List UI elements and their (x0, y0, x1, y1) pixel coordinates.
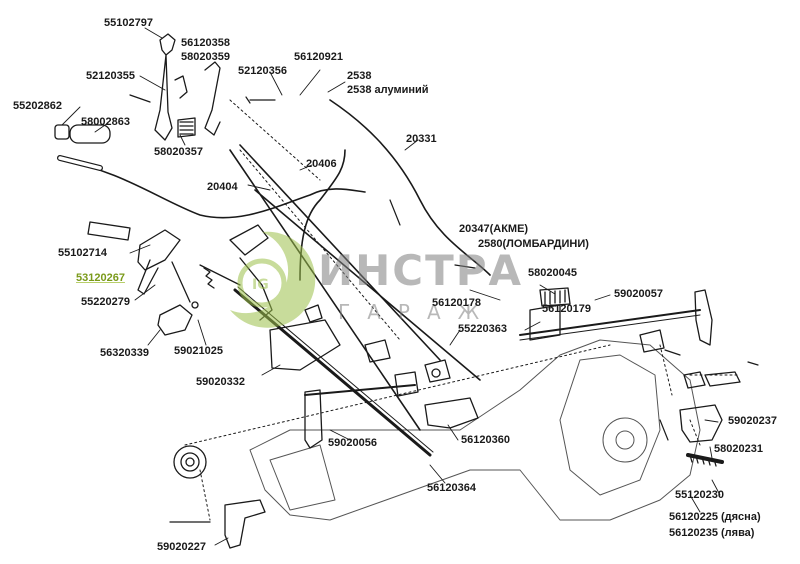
part-label-55102714: 55102714 (58, 247, 107, 259)
watermark-title: ИНСТРА (318, 246, 524, 295)
lever-assembly-left (87, 221, 199, 336)
watermark-logo: IG (230, 231, 316, 328)
part-label-55102797: 55102797 (104, 17, 153, 29)
small-bolts (245, 96, 759, 441)
part-label-55202862: 55202862 (13, 100, 62, 112)
part-label-59020057: 59020057 (614, 288, 663, 300)
part-label-56120225-right: 56120225 (дясна) (669, 511, 761, 523)
part-label-20347-acme: 20347(АКМЕ) (459, 223, 529, 235)
part-label-55120230: 55120230 (675, 489, 724, 501)
part-label-56120360: 56120360 (461, 434, 510, 446)
svg-text:IG: IG (252, 277, 269, 293)
cables (59, 99, 491, 431)
part-label-52120355: 52120355 (86, 70, 135, 82)
part-label-56120364: 56120364 (427, 482, 476, 494)
right-lever-assembly (519, 287, 713, 353)
part-label-58020231: 58020231 (714, 443, 763, 455)
shift-fork-middle (304, 339, 479, 449)
part-label-53120267[interactable]: 53120267 (76, 272, 125, 284)
bottom-fork (169, 499, 266, 549)
part-label-55220363: 55220363 (458, 323, 507, 335)
watermark-subtitle: ГАРАЖ (338, 300, 497, 324)
part-label-56120358: 56120358 (181, 37, 230, 49)
part-label-20404: 20404 (207, 181, 238, 193)
gearbox-housing (249, 339, 701, 521)
part-label-2580-lombardini: 2580(ЛОМБАРДИНИ) (478, 238, 589, 250)
handle-grip (54, 124, 111, 171)
part-label-58002863: 58002863 (81, 116, 130, 128)
part-label-59020332: 59020332 (196, 376, 245, 388)
part-label-59021025: 59021025 (174, 345, 223, 357)
part-label-20406: 20406 (306, 158, 337, 170)
part-label-56320339: 56320339 (100, 347, 149, 359)
part-label-56120921: 56120921 (294, 51, 343, 63)
part-label-2538: 2538 (347, 70, 372, 82)
part-label-56120178: 56120178 (432, 297, 481, 309)
right-bracket-lower (679, 371, 741, 467)
part-label-2538-aluminium: 2538 алуминий (347, 84, 429, 96)
part-label-59020227: 59020227 (157, 541, 206, 553)
part-label-56120179: 56120179 (542, 303, 591, 315)
part-label-58020357: 58020357 (154, 146, 203, 158)
part-label-20331: 20331 (406, 133, 437, 145)
part-label-55220279: 55220279 (81, 296, 130, 308)
part-label-58020045: 58020045 (528, 267, 577, 279)
part-label-59020056: 59020056 (328, 437, 377, 449)
part-label-56120235-left: 56120235 (лява) (669, 527, 755, 539)
leader-lines (61, 27, 721, 546)
part-label-52120356: 52120356 (238, 65, 287, 77)
part-label-58020359: 58020359 (181, 51, 230, 63)
pulley (173, 445, 207, 479)
lever-group-top (129, 33, 221, 141)
part-label-59020237: 59020237 (728, 415, 777, 427)
